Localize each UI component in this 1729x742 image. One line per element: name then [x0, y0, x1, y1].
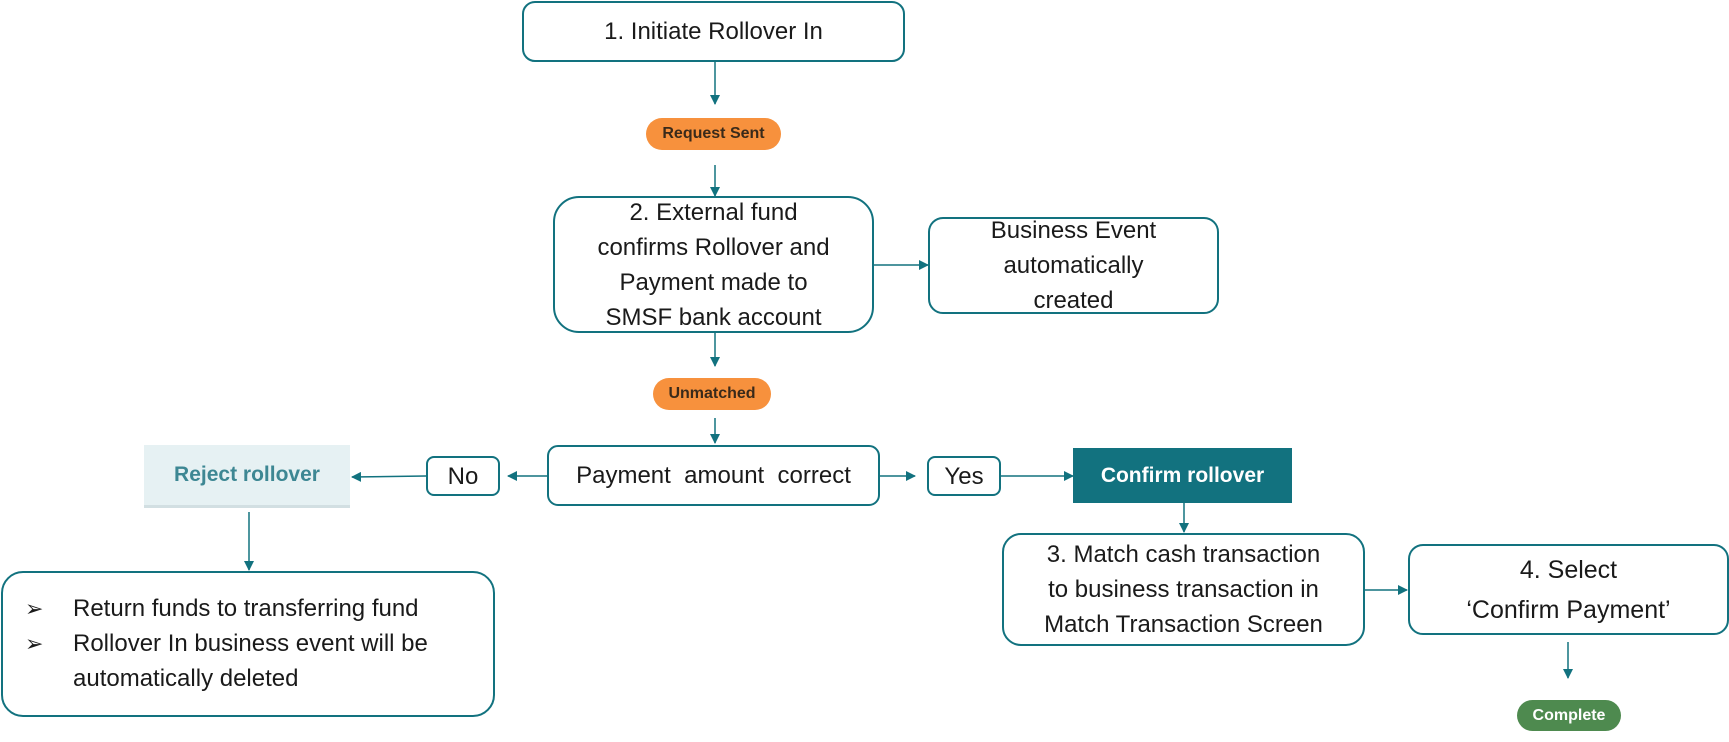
business-event-line-3: created [1033, 287, 1114, 314]
confirm-rollover-button[interactable]: Confirm rollover [1073, 448, 1292, 503]
list-item: ➢ Rollover In business event will be aut… [25, 626, 473, 696]
confirm-rollover-label: Confirm rollover [1100, 463, 1265, 487]
select-confirm-line-2: ‘Confirm Payment’ [1466, 595, 1671, 624]
no-label: No [447, 462, 479, 490]
business-event-line-2: automatically [1003, 252, 1144, 279]
match-cash-box: 3. Match cash transaction to business tr… [1002, 533, 1365, 646]
arrow-bullet-icon: ➢ [25, 596, 44, 621]
yes-box: Yes [927, 456, 1001, 496]
external-fund-line-1: 2. External fund [629, 198, 798, 226]
select-confirm-payment-box: 4. Select ‘Confirm Payment’ [1408, 544, 1729, 635]
initiate-rollover-box: 1. Initiate Rollover In [522, 1, 905, 62]
business-event-box: Business Event automatically created [928, 217, 1219, 314]
initiate-rollover-label: 1. Initiate Rollover In [604, 18, 823, 45]
external-fund-line-4: SMSF bank account [605, 303, 822, 331]
bullet-text-1: Return funds to transferring fund [73, 595, 419, 622]
payment-amount-correct-label: Payment amount correct [576, 462, 851, 489]
arrow-no-to-reject [351, 471, 427, 482]
unmatched-label: Unmatched [668, 385, 756, 402]
reject-outcome-box: ➢ Return funds to transferring fund ➢ Ro… [1, 571, 495, 717]
reject-rollover-button[interactable]: Reject rollover [144, 445, 350, 508]
external-fund-line-3: Payment made to [619, 268, 808, 296]
list-item: ➢ Return funds to transferring fund [25, 591, 473, 626]
request-sent-label: Request Sent [662, 125, 765, 142]
match-cash-line-3: Match Transaction Screen [1044, 611, 1323, 638]
complete-label: Complete [1532, 706, 1606, 724]
reject-rollover-label: Reject rollover [174, 463, 320, 486]
select-confirm-line-1: 4. Select [1519, 555, 1618, 584]
external-fund-box: 2. External fund confirms Rollover and P… [553, 196, 874, 333]
request-sent-badge: Request Sent [646, 118, 781, 150]
unmatched-badge: Unmatched [653, 378, 771, 410]
yes-label: Yes [944, 462, 984, 490]
match-cash-line-1: 3. Match cash transaction [1046, 541, 1321, 568]
no-box: No [426, 456, 500, 496]
bullet-text-2: Rollover In business event will be autom… [73, 630, 428, 692]
external-fund-line-2: confirms Rollover and [597, 233, 830, 261]
payment-amount-correct-box: Payment amount correct [547, 445, 880, 506]
complete-badge: Complete [1517, 700, 1621, 731]
arrow-bullet-icon: ➢ [25, 631, 44, 656]
business-event-line-1: Business Event [990, 217, 1157, 244]
match-cash-line-2: to business transaction in [1048, 576, 1319, 603]
